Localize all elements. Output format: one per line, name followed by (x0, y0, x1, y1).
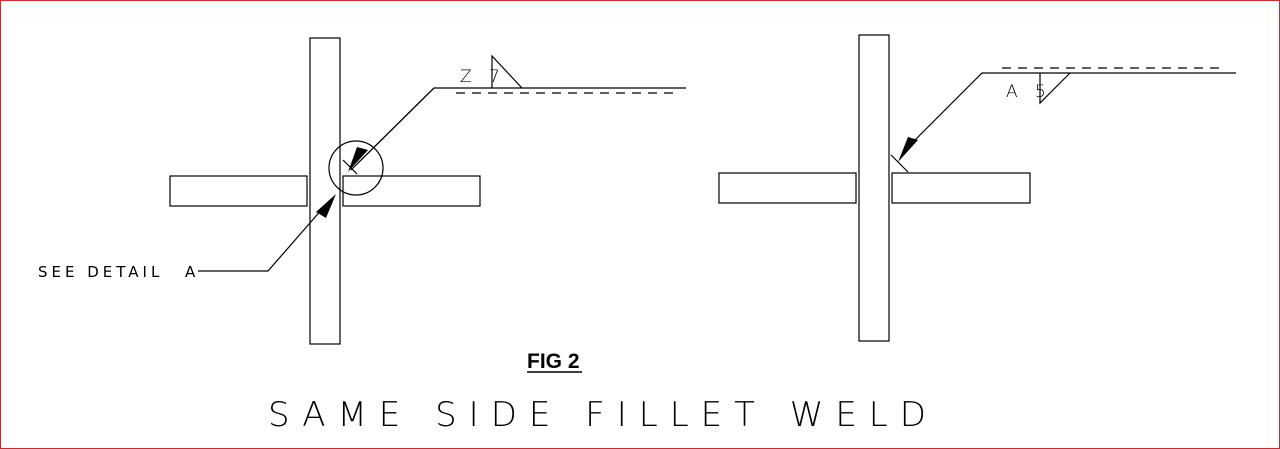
figure-title: SAME SIDE FILLET WELD (268, 395, 938, 435)
see-detail-arrow (316, 194, 336, 218)
left-fillet-triangle-symbol (491, 54, 523, 89)
left-vertical-plate (309, 37, 341, 345)
see-detail-leader-line (198, 199, 331, 272)
left-joint: Z 7 SEE DETAIL A (38, 37, 686, 345)
see-detail-letter: A (185, 263, 199, 281)
see-detail-text: SEE DETAIL (38, 263, 163, 281)
right-horizontal-plate-right (891, 172, 1031, 204)
left-weld-leader-tip (350, 87, 435, 171)
right-fillet-weld-mark (890, 154, 909, 173)
right-fillet-triangle-symbol (1039, 72, 1071, 105)
right-horizontal-plate-left (718, 172, 857, 204)
right-weld-leader-line (907, 72, 1236, 148)
left-weld-leader-line (357, 87, 686, 164)
right-joint: A 5 (718, 34, 1236, 342)
right-weld-size-text: A 5 (1006, 82, 1052, 102)
detail-circle (328, 140, 384, 196)
left-weld-size-text: Z 7 (460, 67, 506, 87)
figure-label: FIG 2 (527, 350, 580, 373)
left-horizontal-plate-left (169, 175, 308, 207)
right-vertical-plate (858, 34, 890, 342)
right-weld-arrow (898, 137, 918, 162)
left-weld-arrow (348, 147, 368, 172)
left-horizontal-plate-right (342, 175, 481, 207)
